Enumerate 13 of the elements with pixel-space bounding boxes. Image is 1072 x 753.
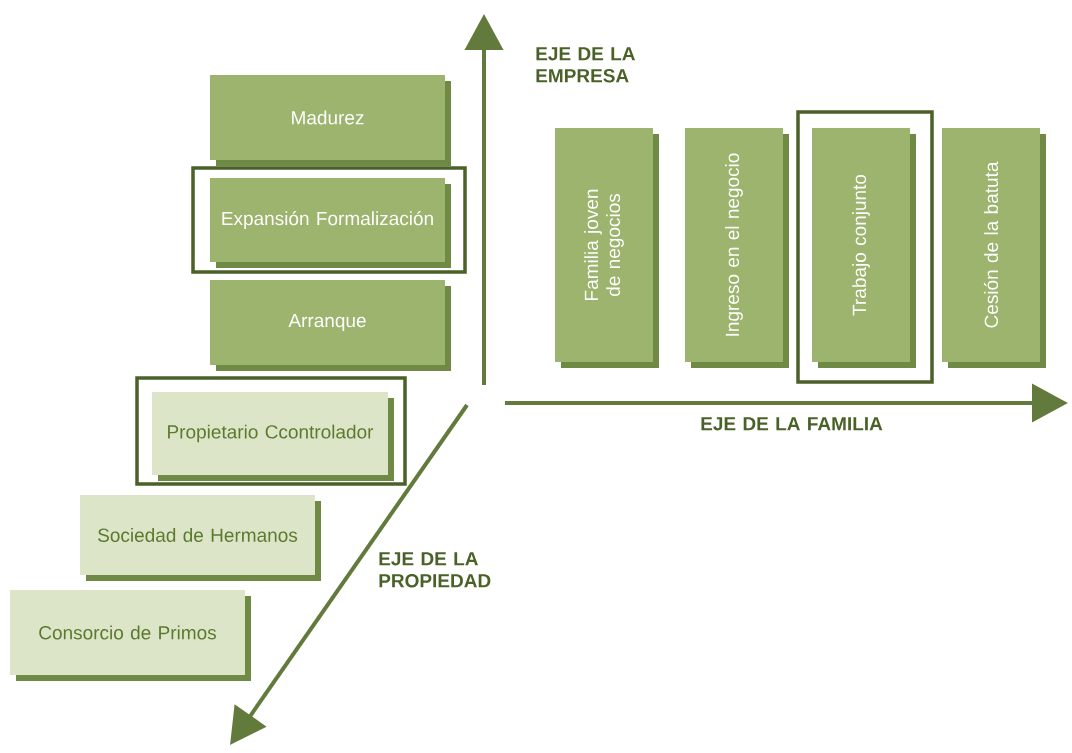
- axis-label: EJE DE LA PROPIEDAD: [379, 552, 491, 588]
- stage-box: Cesión de la batuta: [942, 128, 1046, 368]
- stage-box: Trabajo conjunto: [812, 128, 916, 368]
- axis-label: EJE DE LA EMPRESA: [536, 47, 635, 83]
- stage-box: Familia joven de negocios: [555, 128, 659, 368]
- stage-box: Propietario Ccontrolador: [152, 392, 394, 481]
- stage-box: Sociedad de Hermanos: [80, 495, 321, 581]
- stage-box: Ingreso en el negocio: [685, 128, 789, 368]
- axis-label: EJE DE LA FAMILIA: [701, 417, 883, 431]
- stage-box: Consorcio de Primos: [10, 590, 251, 681]
- stage-box: Madurez: [210, 75, 451, 166]
- stage-box: Expansión Formalización: [210, 178, 451, 268]
- stage-box: Arranque: [210, 280, 451, 371]
